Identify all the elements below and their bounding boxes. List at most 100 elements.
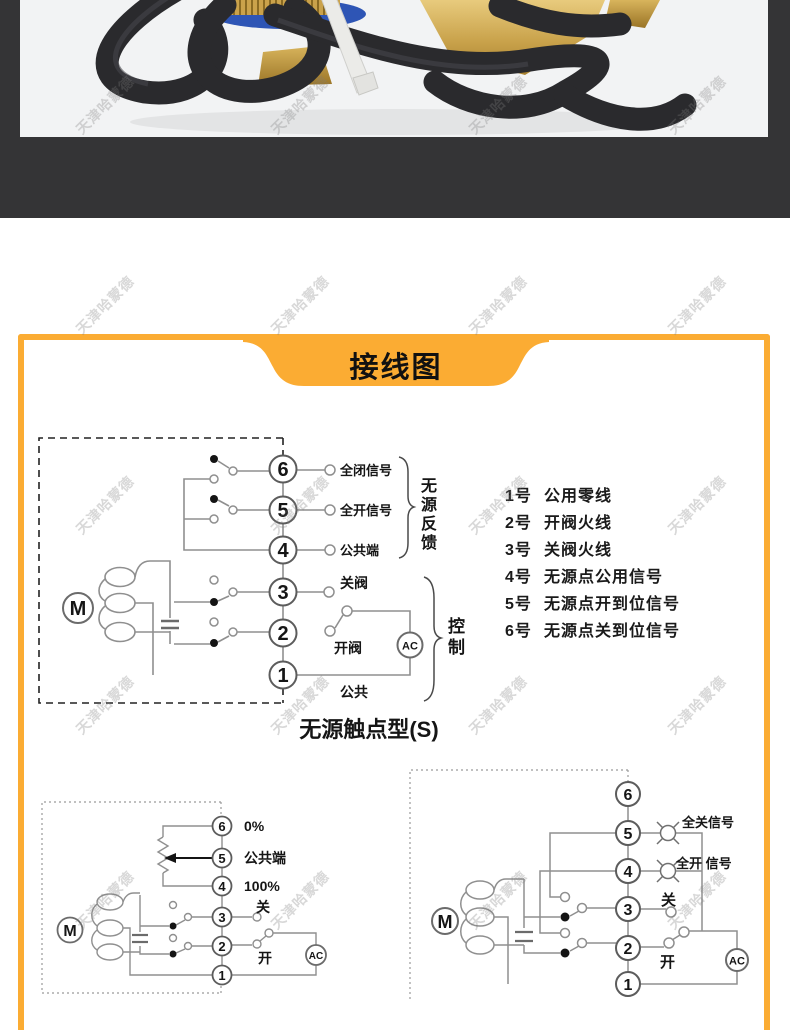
wiring-diagram-panel — [18, 334, 770, 1030]
switch-pole — [576, 902, 588, 914]
product-photo — [20, 0, 768, 137]
note-desc: 无源点开到位信号 — [544, 596, 681, 613]
terminal-number: 5 — [218, 851, 225, 866]
note-desc: 无源点公用信号 — [544, 569, 664, 586]
terminal-number: 2 — [624, 941, 633, 958]
wire-end — [678, 926, 690, 938]
label-100pct: 100% — [244, 878, 280, 894]
label-full-open-signal: 全开 信号 — [675, 856, 732, 871]
switch-contacts — [209, 455, 353, 647]
terminal-number: 6 — [624, 787, 633, 804]
switch-pole — [576, 937, 588, 949]
wire-end — [323, 586, 335, 598]
panel-title: 接线图 — [349, 352, 443, 384]
capacitor-symbol — [515, 930, 533, 943]
switch-contacts — [168, 900, 274, 958]
wire-end — [324, 544, 336, 556]
note-desc: 关阀火线 — [544, 542, 613, 559]
terminal-number: 2 — [218, 939, 225, 954]
wire-end — [663, 937, 675, 949]
label-open: 开 — [258, 950, 272, 966]
note-number: 3号 — [505, 542, 532, 559]
product-photo-art — [95, 0, 697, 135]
black-cables — [95, 0, 697, 131]
wire-end — [324, 504, 336, 516]
terminal-number: 3 — [624, 902, 633, 919]
ac-label: AC — [729, 956, 745, 968]
motor-symbol: M — [431, 907, 459, 935]
terminal-number: 6 — [218, 819, 225, 834]
dashed-enclosure — [38, 437, 284, 704]
diagram-signal-lamp: 6 5 4 3 2 1 M AC 全关信号 全开 信号 关 开 — [409, 769, 749, 999]
note-number: 2号 — [505, 515, 532, 532]
contact-dot — [169, 950, 177, 958]
switch-contacts — [559, 891, 690, 958]
label-close-signal: 全闭信号 — [339, 463, 392, 478]
label-common-terminal: 公共端 — [244, 850, 286, 866]
note-number: 4号 — [505, 569, 532, 586]
wire-end — [341, 605, 353, 617]
contact-dot — [210, 455, 218, 463]
wires — [493, 782, 738, 996]
note-desc: 无源点关到位信号 — [544, 623, 681, 640]
potentiometer-symbol — [156, 836, 212, 874]
banner-tab-shape — [243, 339, 549, 386]
contact-open — [209, 514, 219, 524]
note-number: 1号 — [505, 488, 532, 505]
terminal-number: 1 — [277, 665, 288, 687]
diagram-passive-contact: 6 5 4 3 2 1 M AC 全闭信号 全开信号 公共端 关阀 开阀 公共 … — [38, 437, 444, 742]
terminal-number: 1 — [624, 977, 633, 994]
dotted-enclosure — [41, 801, 222, 994]
diagram-caption: 无源触点型(S) — [299, 717, 438, 742]
contact-open — [559, 891, 571, 903]
note-number: 6号 — [505, 623, 532, 640]
note-desc: 公用零线 — [544, 488, 613, 505]
terminal-note: 5号无源点开到位信号 — [505, 591, 680, 618]
contact-dot — [210, 598, 218, 606]
dotted-enclosure — [409, 769, 629, 999]
terminal-number: 5 — [277, 500, 288, 522]
white-cable-tie — [321, 0, 379, 96]
switch-pole — [228, 627, 238, 637]
switch-pole — [228, 505, 238, 515]
terminal-circles — [268, 454, 298, 690]
terminal-number: 3 — [277, 582, 288, 604]
capacitor-symbol — [161, 619, 179, 630]
switch-pole — [183, 912, 193, 922]
contact-dot — [210, 639, 218, 647]
wire-end — [252, 939, 262, 949]
label-open: 开 — [660, 954, 675, 971]
contact-dot — [210, 495, 218, 503]
contact-open — [168, 900, 178, 910]
motor-label: M — [70, 598, 87, 620]
contact-dot — [560, 912, 570, 922]
wire-end — [324, 625, 336, 637]
motor-label: M — [63, 923, 76, 940]
wire-end — [665, 906, 677, 918]
signal-lamps — [656, 821, 680, 883]
label-common: 公共 — [340, 684, 368, 700]
group-braces — [398, 456, 444, 702]
switch-pole — [228, 466, 238, 476]
label-open-valve: 开阀 — [334, 640, 362, 656]
motor-symbol: M — [56, 916, 84, 944]
label-common-terminal: 公共端 — [340, 543, 379, 558]
group-label-passive-feedback: 无源反馈 — [418, 477, 435, 553]
terminal-number: 4 — [218, 879, 226, 894]
ac-source-symbol: AC — [305, 944, 327, 966]
terminal-number: 3 — [218, 910, 225, 925]
label-0pct: 0% — [244, 818, 265, 834]
motor-coil — [98, 566, 136, 643]
motor-coil — [460, 880, 495, 955]
contact-open — [209, 474, 219, 484]
terminal-notes-list: 1号公用零线 2号开阀火线 3号关阀火线 4号无源点公用信号 5号无源点开到位信… — [505, 483, 680, 645]
terminal-number: 1 — [218, 968, 225, 983]
diagram-potentiometer: 6 5 4 3 2 1 M AC 0% 公共端 100% 关 开 — [41, 801, 327, 994]
motor-symbol: M — [62, 592, 94, 624]
contact-open — [168, 933, 178, 943]
ac-source-symbol: AC — [396, 631, 424, 659]
terminal-circles — [615, 781, 641, 997]
terminal-number: 2 — [277, 623, 288, 645]
label-close-valve: 关阀 — [340, 575, 368, 591]
motor-label: M — [438, 912, 453, 932]
